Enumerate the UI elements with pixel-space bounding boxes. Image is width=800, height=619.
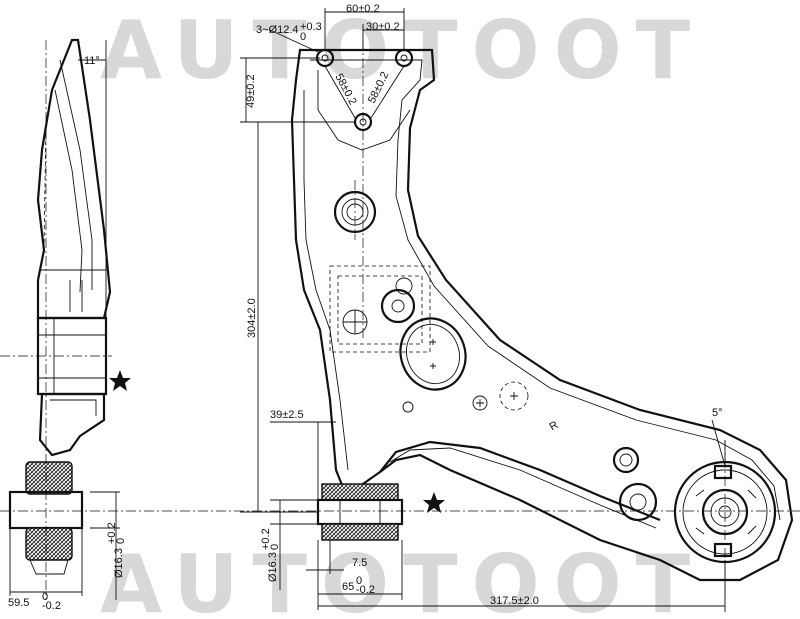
dimension-labels: 60±0.2 30±0.2 3~Ø12.4 +0.3 0 58±0.2 58±0… [245, 3, 539, 607]
dim-offset: 39±2.5 [270, 409, 304, 421]
front-view: R 5° [290, 40, 794, 600]
dim-bushing-width-tol-upper: 0 [356, 575, 362, 587]
dim-bushing-width: 65 [342, 581, 354, 593]
watermark-bottom: AUTOTOOT [100, 538, 704, 619]
dim-bushing-tol-upper: +0.2 [260, 528, 272, 550]
star-mark-front [423, 492, 445, 513]
side-bushing-label: Ø16.3 [113, 548, 125, 578]
star-mark-side [109, 370, 131, 391]
dim-bushing-width-tol-lower: -0.2 [356, 584, 375, 596]
side-view: 11° 59.5 0 -0.2 Ø16.3 +0.2 0 [0, 38, 800, 612]
side-width-tol-lower: -0.2 [42, 600, 61, 612]
dim-height-top: 49±0.2 [245, 74, 257, 108]
dim-top-width: 60±0.2 [346, 3, 380, 15]
dim-bushing-diameter: Ø16.3 [267, 552, 279, 582]
dimension-lines [240, 8, 726, 612]
side-bushing-tol-upper: +0.2 [106, 522, 118, 544]
dim-holes-tol-upper: +0.3 [300, 21, 322, 33]
side-mark: R [547, 419, 560, 433]
dim-top-inner: 30±0.2 [366, 21, 400, 33]
dim-bushing-tol-lower: 0 [269, 544, 281, 550]
angle-side-label: 11° [84, 55, 100, 67]
dim-length: 317.5±2.0 [490, 595, 539, 607]
angle-ball-label: 5° [712, 407, 723, 419]
dim-holes-tol-lower: 0 [300, 31, 306, 43]
dim-height-total: 304±2.0 [246, 298, 258, 338]
dim-holes: 3~Ø12.4 [256, 24, 299, 36]
side-bushing-tol-lower: 0 [115, 538, 127, 544]
side-width-label: 59.5 [8, 597, 29, 609]
side-width-tol-upper: 0 [42, 591, 48, 603]
dim-bushing-inset: 7.5 [352, 557, 367, 569]
